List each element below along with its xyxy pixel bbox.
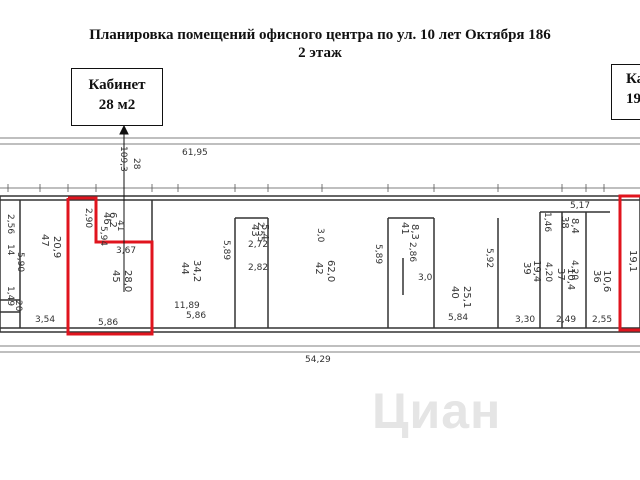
dim-total-bottom: 54,29 <box>305 355 331 365</box>
dim-bottom-7: 2,55 <box>592 315 612 325</box>
svg-text:43: 43 <box>249 224 260 237</box>
dimension-labels-vertical: 28 109,3 2,56 5,94 5,90 5,89 5,89 5,92 4… <box>5 146 579 312</box>
office-45-outline <box>66 196 154 336</box>
dim-3-0: 3,0 <box>418 273 433 283</box>
svg-text:39: 39 <box>521 262 532 275</box>
dim-bottom-6: 2,49 <box>556 315 576 325</box>
dim-2-72: 2,72 <box>248 240 268 250</box>
dim-2-55: 2,55 <box>255 222 265 242</box>
dim-total-top: 61,95 <box>182 148 208 158</box>
dim-bottom-1: 3,54 <box>35 315 55 325</box>
walls <box>0 195 640 333</box>
dim-2-82: 2,82 <box>248 263 268 273</box>
svg-text:46: 46 <box>101 212 112 225</box>
svg-text:41: 41 <box>399 222 410 235</box>
svg-text:19,1: 19,1 <box>627 250 638 272</box>
plan-title: Планировка помещений офисного центра по … <box>89 27 551 43</box>
office-callout-right: Ка 19 <box>611 64 640 120</box>
svg-text:8,3: 8,3 <box>409 224 420 240</box>
watermark-logo: Циан <box>372 383 502 439</box>
office-right-outline <box>618 194 640 332</box>
dim-bottom-2: 5,86 <box>98 318 118 328</box>
dim-5-92: 5,92 <box>484 248 494 268</box>
svg-text:25,1: 25,1 <box>461 286 472 308</box>
room-right: 19,1 <box>627 250 638 272</box>
svg-text:19,4: 19,4 <box>531 260 542 282</box>
dim-41: 41 <box>115 220 125 231</box>
svg-text:20,9: 20,9 <box>51 236 62 258</box>
dim-2-56: 2,56 <box>5 214 15 234</box>
dimension-labels: 61,95 54,29 11,89 3,54 5,86 5,86 5,84 3,… <box>35 148 612 365</box>
svg-text:62,0: 62,0 <box>325 260 336 282</box>
dim-5-89b: 5,89 <box>373 244 383 264</box>
dim-4-20b: 4,20 <box>569 260 579 280</box>
floor-label: 2 этаж <box>298 45 342 61</box>
room-46: 466,2 <box>101 212 118 228</box>
dim-11-89: 11,89 <box>174 301 200 311</box>
svg-text:44: 44 <box>179 262 190 275</box>
svg-text:42: 42 <box>313 262 324 275</box>
callout-right-area: 19 <box>626 91 640 107</box>
dim-bottom-3: 5,86 <box>186 311 206 321</box>
dim-5-89: 5,89 <box>221 240 231 260</box>
dim-2-90: 2,90 <box>83 208 93 228</box>
dim-5-17: 5,17 <box>570 201 590 211</box>
dimension-ticks <box>7 184 605 192</box>
dim-3-67: 3,67 <box>116 246 136 256</box>
dim-2-86: 2,86 <box>407 242 417 262</box>
dim-109: 109,3 <box>118 146 128 172</box>
dim-5-94: 5,94 <box>98 226 108 246</box>
svg-text:40: 40 <box>449 286 460 299</box>
svg-text:5,4: 5,4 <box>259 224 270 240</box>
svg-text:34,2: 34,2 <box>191 260 202 282</box>
svg-text:28,0: 28,0 <box>122 270 133 292</box>
dim-28: 28 <box>131 158 141 170</box>
callout-right-name: Ка <box>626 71 640 87</box>
svg-text:8,4: 8,4 <box>569 218 580 234</box>
callout-leader <box>119 124 129 292</box>
dim-14: 14 <box>5 244 15 256</box>
office-callout-left: Кабинет 28 м2 <box>71 68 163 126</box>
svg-text:47: 47 <box>39 234 50 247</box>
callout-left-name: Кабинет <box>88 77 146 93</box>
dim-bottom-5: 3,30 <box>515 315 535 325</box>
svg-text:45: 45 <box>110 270 121 283</box>
dim-4-20: 4,20 <box>543 262 553 282</box>
svg-text:6,2: 6,2 <box>107 212 118 228</box>
dim-20: 20 <box>13 300 23 312</box>
svg-text:37: 37 <box>555 268 566 281</box>
svg-text:38: 38 <box>559 216 570 229</box>
dimension-lines <box>0 137 640 353</box>
dim-bottom-4: 5,84 <box>448 313 468 323</box>
svg-text:10,6: 10,6 <box>601 270 612 292</box>
callout-left-area: 28 м2 <box>98 97 136 113</box>
highlighted-offices <box>66 194 640 336</box>
dim-3-0b: 3,0 <box>315 228 325 243</box>
dim-1-49: 1,49 <box>5 286 15 306</box>
dim-1-46: 1,46 <box>542 212 552 232</box>
dim-5-90: 5,90 <box>15 252 25 272</box>
svg-text:36: 36 <box>591 270 602 283</box>
svg-text:10,4: 10,4 <box>565 268 576 290</box>
